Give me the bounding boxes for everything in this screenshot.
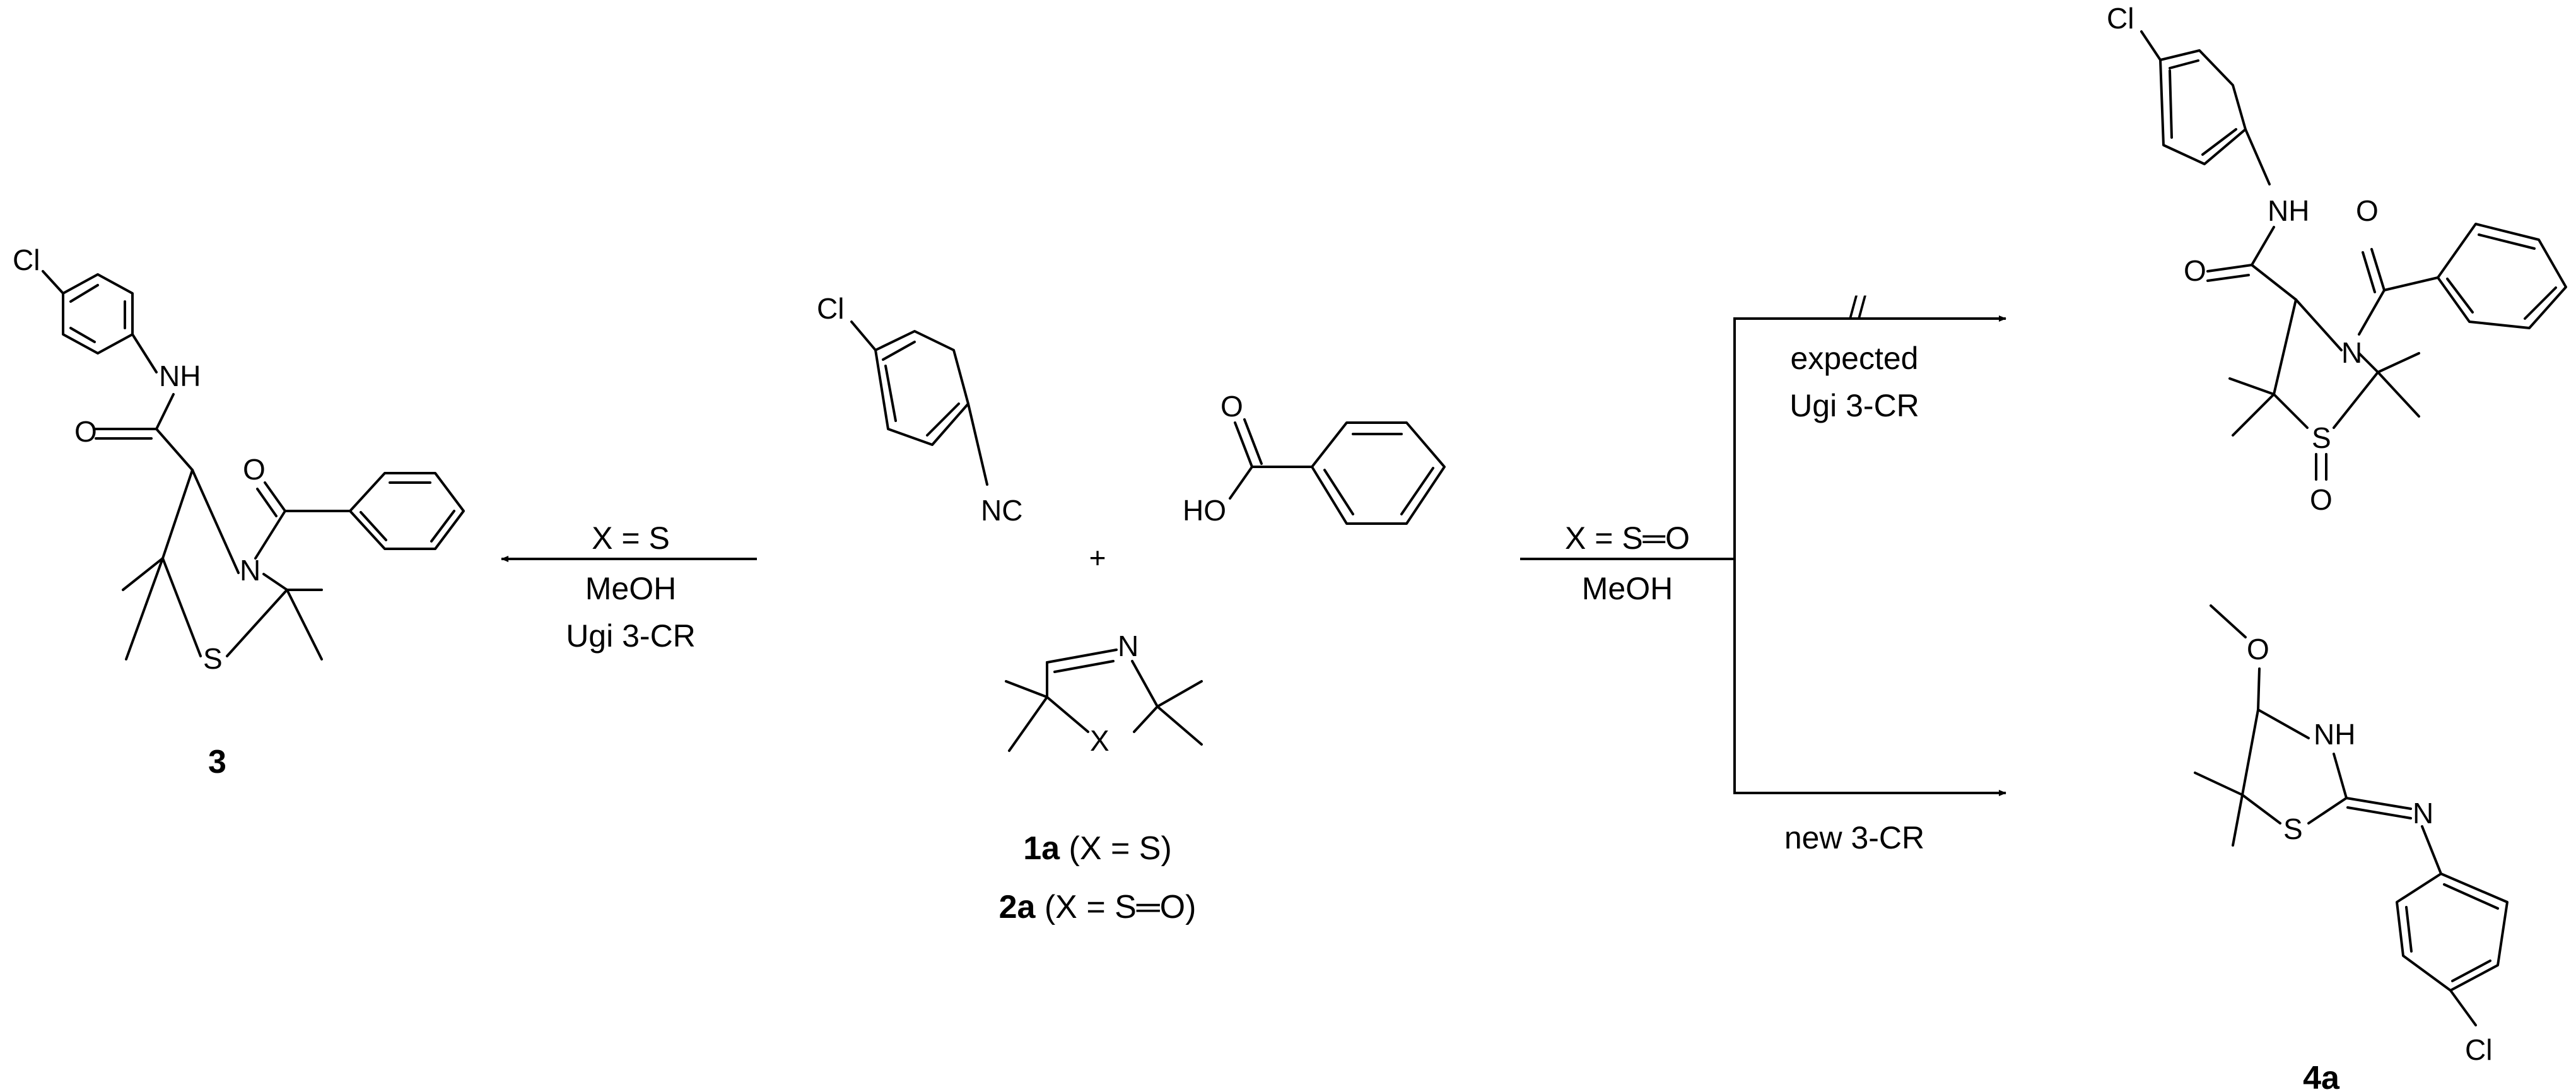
product-3-n-label: N <box>240 554 261 587</box>
sulfoxide-nh-label: NH <box>2268 194 2309 227</box>
product-4a-n-label: N <box>2413 797 2433 830</box>
heterocycle-structure: N X <box>1005 630 1203 757</box>
heterocycle-n-label: N <box>1118 630 1139 662</box>
sulfoxide-chlorophenyl-ring <box>2159 49 2247 165</box>
product-4a-cl-label: Cl <box>2465 1033 2492 1066</box>
sulfoxide-product-structure: Cl NH O N S O <box>2107 2 2567 516</box>
product-4a-thiazoline-ring <box>2194 708 2348 847</box>
upper-branch-label-2: Ugi 3-CR <box>1789 388 1919 423</box>
product-3-benzoyl-o-label: O <box>243 453 266 486</box>
sulfoxide-cl-label: Cl <box>2107 2 2134 35</box>
product-3-chlorophenyl-ring <box>42 270 134 355</box>
compound-1a-label: 1a (X = S) <box>1023 830 1172 867</box>
lower-branch-label: new 3-CR <box>1784 820 1924 855</box>
isocyanide-structure: Cl NC <box>817 292 1022 527</box>
product-3-cl-label: Cl <box>13 244 40 276</box>
benzoic-acid-structure: O HO <box>1183 390 1446 527</box>
product-3-structure: Cl NH O N S O <box>13 244 465 780</box>
right-arrow: X = S═O MeOH <box>1520 319 1736 793</box>
isocyanide-cl-label: Cl <box>817 292 844 325</box>
compound-2a-label: 2a (X = S═O) <box>999 889 1197 925</box>
product-4a-structure: O NH S N Cl 4a <box>2194 604 2509 1092</box>
left-arrow-solvent: MeOH <box>585 571 676 606</box>
product-4a-s-label: S <box>2283 813 2303 845</box>
plus-sign: + <box>1089 541 1106 574</box>
sulfoxide-amide-o-label: O <box>2184 254 2206 287</box>
product-3-thiazolidine-ring <box>122 428 323 660</box>
product-4a-id: 4a <box>2303 1060 2340 1092</box>
product-4a-nh-label: NH <box>2314 718 2355 751</box>
acid-o-label: O <box>1221 390 1243 423</box>
sulfoxide-n-label: N <box>2341 336 2362 369</box>
product-4a-o-label: O <box>2247 633 2269 666</box>
product-3-amide-o-label: O <box>74 415 97 448</box>
right-arrow-solvent: MeOH <box>1582 571 1673 606</box>
blocked-mark: // <box>1849 290 1866 326</box>
upper-branch-label-1: expected <box>1791 341 1919 376</box>
product-3-id: 3 <box>208 744 226 780</box>
left-arrow: X = S MeOH Ugi 3-CR <box>501 520 757 654</box>
product-3-phenyl-ring <box>349 472 465 550</box>
left-arrow-reaction: Ugi 3-CR <box>566 618 696 654</box>
sulfoxide-s-o-label: O <box>2310 483 2333 516</box>
sulfoxide-thiazolidine-ring <box>2228 264 2420 437</box>
product-4a-chlorophenyl-ring <box>2396 872 2509 992</box>
heterocycle-x-label: X <box>1090 724 1109 757</box>
isocyanide-nc-label: NC <box>981 494 1022 527</box>
product-3-s-label: S <box>203 642 223 675</box>
product-3-nh-label: NH <box>159 360 201 392</box>
left-arrow-condition: X = S <box>592 520 670 556</box>
upper-branch-arrow: // expected Ugi 3-CR <box>1733 290 2006 423</box>
acid-ho-label: HO <box>1183 494 1226 527</box>
sulfoxide-benzoyl-o-label: O <box>2356 194 2379 227</box>
right-arrow-condition: X = S═O <box>1565 520 1690 556</box>
sulfoxide-s-label: S <box>2312 421 2331 454</box>
lower-branch-arrow: new 3-CR <box>1733 790 2006 855</box>
sulfoxide-phenyl-ring <box>2437 223 2567 329</box>
